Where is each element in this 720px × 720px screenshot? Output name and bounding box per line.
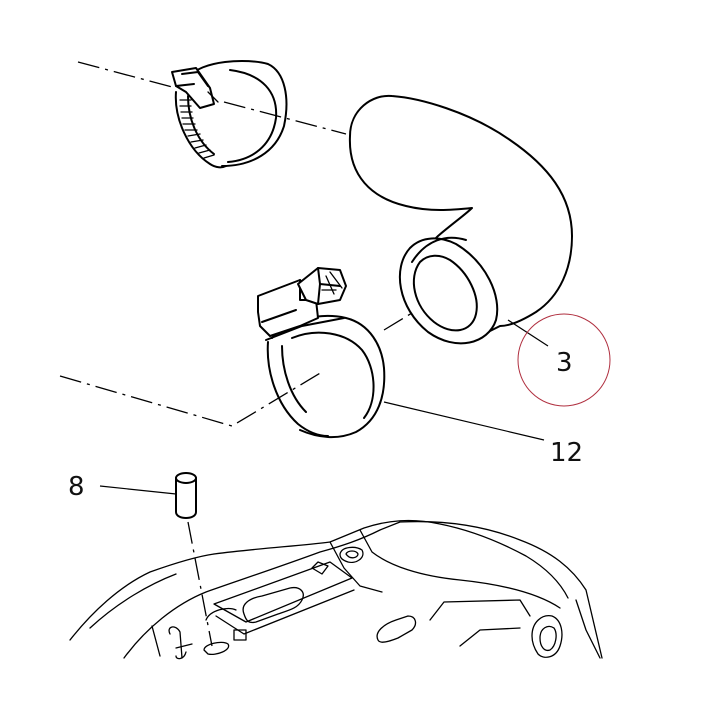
hose-end-opening xyxy=(398,237,499,345)
leader-lines xyxy=(99,319,549,495)
lower-hose-clamp xyxy=(257,267,386,438)
leader-clamp xyxy=(383,401,545,441)
centerline-upper xyxy=(77,61,347,135)
callout-pin-number: 8 xyxy=(68,472,85,502)
clamp-screw-head xyxy=(297,267,347,305)
engine-housing xyxy=(69,519,603,660)
pin-centerline xyxy=(187,521,213,647)
upper-hose-clamp xyxy=(171,59,288,169)
clamp-knurl-texture xyxy=(179,99,215,159)
dowel-pin xyxy=(175,472,197,519)
highlight-circle xyxy=(517,313,611,407)
elbow-hose xyxy=(348,94,573,345)
callout-clamp-number: 12 xyxy=(550,438,583,468)
callout-hose-number: 3 xyxy=(556,348,573,378)
leader-pin xyxy=(99,485,177,495)
leader-hose xyxy=(507,319,549,347)
